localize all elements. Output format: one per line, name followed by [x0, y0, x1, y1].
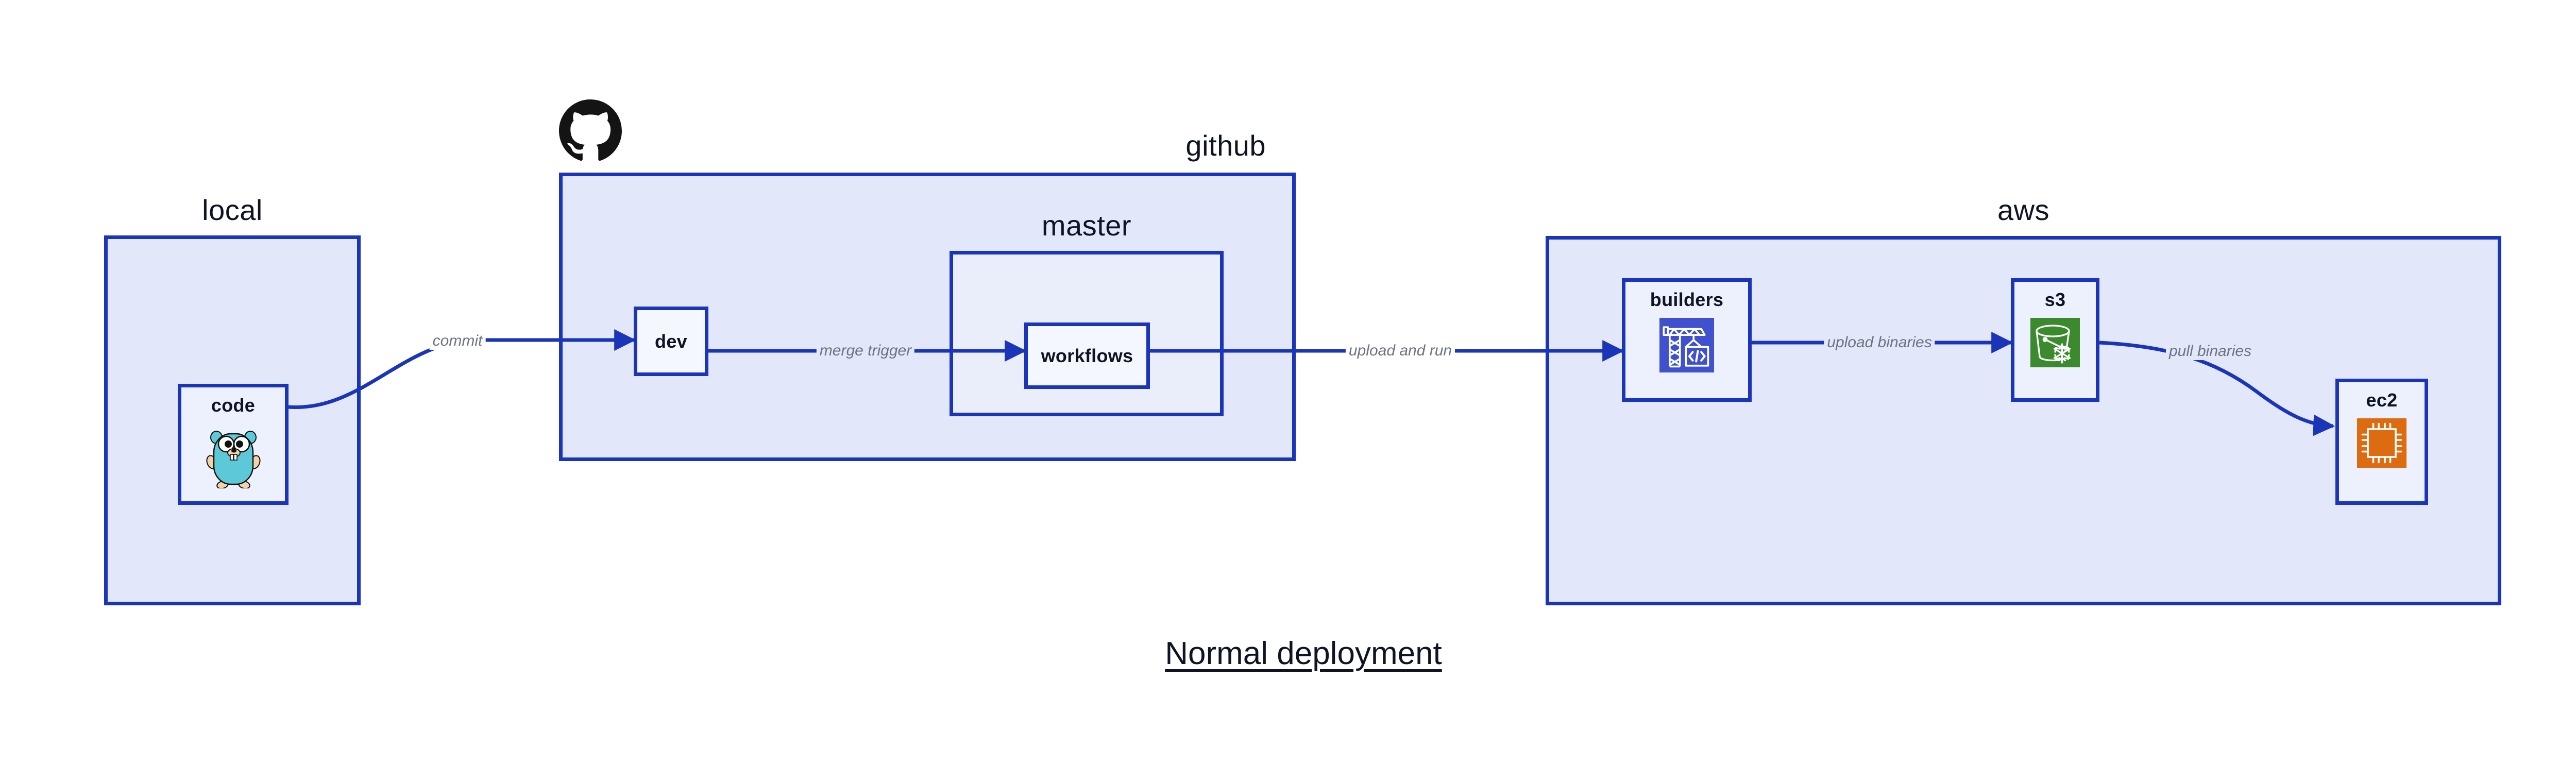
- edge-label-merge-trigger: merge trigger: [816, 342, 915, 360]
- node-label-s3: s3: [2044, 289, 2066, 310]
- node-builders[interactable]: builders: [1622, 278, 1752, 402]
- group-label-github: github: [1185, 129, 1266, 162]
- node-dev[interactable]: dev: [634, 307, 708, 376]
- edge-label-pull-binaries: pull binaries: [2165, 343, 2255, 360]
- github-octocat-icon: [559, 99, 622, 165]
- node-label-ec2: ec2: [2366, 389, 2398, 411]
- group-label-master: master: [1041, 209, 1132, 242]
- node-code[interactable]: code: [178, 384, 289, 505]
- group-label-aws: aws: [1997, 194, 2050, 226]
- node-label-code: code: [211, 395, 256, 416]
- s3-bucket-glacier-icon: [2030, 318, 2080, 367]
- ec2-cpu-chip-icon: [2357, 418, 2406, 468]
- golang-gopher-icon: [206, 423, 261, 489]
- node-label-builders: builders: [1650, 289, 1724, 310]
- edge-label-upload-binaries: upload binaries: [1824, 334, 1935, 351]
- node-label-dev: dev: [655, 330, 687, 352]
- node-ec2[interactable]: ec2: [2335, 379, 2428, 505]
- group-label-local: local: [202, 194, 263, 226]
- node-label-workflows: workflows: [1041, 345, 1133, 366]
- node-s3[interactable]: s3: [2011, 278, 2099, 402]
- crane-code-icon: [1659, 318, 1714, 372]
- edge-label-commit: commit: [429, 332, 486, 350]
- page-title: Normal deployment: [1165, 636, 1442, 671]
- node-workflows[interactable]: workflows: [1024, 322, 1150, 389]
- edge-label-upload-and-run: upload and run: [1345, 342, 1455, 360]
